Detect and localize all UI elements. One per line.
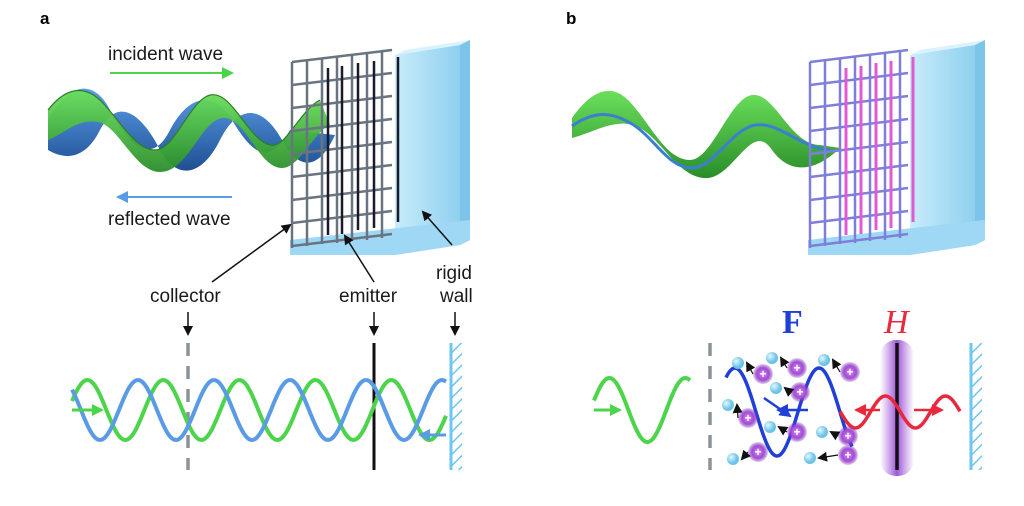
force-symbol: F xyxy=(782,304,803,341)
rigid-wall-top xyxy=(395,40,470,55)
particle xyxy=(818,354,830,366)
wall-hatch-b xyxy=(972,343,982,470)
ion xyxy=(748,442,768,462)
ion-force-arrow xyxy=(777,425,789,436)
emitter-pointer xyxy=(343,234,375,283)
particle xyxy=(766,352,778,364)
reflected-wave xyxy=(70,377,448,443)
particle xyxy=(804,452,816,464)
particle xyxy=(732,357,744,369)
ion-force-arrow xyxy=(783,386,795,397)
ion xyxy=(838,426,858,446)
collector-pointer xyxy=(211,223,292,283)
emitter-grid-a xyxy=(326,57,400,235)
ion xyxy=(840,362,860,382)
rigid-wall-a xyxy=(290,40,470,255)
ion xyxy=(787,358,807,378)
ion-force-arrow xyxy=(779,356,790,369)
ion-sign: + xyxy=(744,411,751,425)
reflected-wave-label: reflected wave xyxy=(108,209,231,230)
ion xyxy=(787,422,807,442)
ion-force-arrow xyxy=(732,403,743,419)
ion xyxy=(838,445,858,465)
incident-sheet-edge xyxy=(47,89,321,151)
schematic-b: F H + + + + + + + + + xyxy=(592,304,982,476)
rigid-wall-base-b xyxy=(808,220,985,255)
rigid-wall-side-b xyxy=(975,40,985,245)
incident-wave-label: incident wave xyxy=(108,44,223,65)
rigid-wall-base xyxy=(290,220,470,255)
ion-force-arrow xyxy=(746,361,756,375)
ion xyxy=(738,408,758,428)
wall-label: wall xyxy=(439,286,473,307)
ion-sign: + xyxy=(793,425,800,439)
schematic-a xyxy=(70,343,462,470)
wave-sheet-green xyxy=(572,90,840,179)
particle xyxy=(727,453,739,465)
panel-b-letter: b xyxy=(566,9,576,28)
collector-grid-b xyxy=(808,48,909,248)
particle xyxy=(770,382,782,394)
ion-force-arrow xyxy=(831,358,842,373)
ion-force-arrow xyxy=(829,431,841,441)
ion-sign: + xyxy=(759,367,766,381)
ion-force-arrow xyxy=(740,449,752,461)
ion-sign: + xyxy=(844,448,851,462)
wave-sheets-a xyxy=(47,88,335,172)
ion-sign: + xyxy=(846,365,853,379)
ion-sign: + xyxy=(844,429,851,443)
incident-wave-sheet xyxy=(48,90,330,172)
ion xyxy=(790,382,810,402)
wall-pointer xyxy=(421,210,453,246)
field-symbol: H xyxy=(883,304,911,341)
ion-sign: + xyxy=(793,361,800,375)
field-wave xyxy=(838,394,962,430)
rigid-wall-face xyxy=(395,45,460,255)
rigid-wall-top-b xyxy=(910,40,985,55)
emitter-label: emitter xyxy=(339,286,398,307)
wall-hatch xyxy=(452,343,462,470)
ion-sign: + xyxy=(796,385,803,399)
ion xyxy=(753,364,773,384)
particle xyxy=(764,421,776,433)
particle-group: + + + + + + + + + xyxy=(722,352,860,465)
emitter-grid-b xyxy=(844,57,915,235)
rigid-wall-b xyxy=(808,40,985,255)
rigid-wall-side xyxy=(460,40,470,245)
incident-wave-b xyxy=(592,375,692,445)
ion-sign: + xyxy=(754,445,761,459)
rigid-wall-face-b xyxy=(910,45,975,255)
particle xyxy=(722,399,734,411)
collector-label: collector xyxy=(150,286,221,307)
wave-sheet-blue-edge xyxy=(571,113,831,170)
panel-a-letter: a xyxy=(40,9,50,28)
rigid-label: rigid xyxy=(436,263,472,284)
wave-sheet-b xyxy=(571,90,840,179)
particle xyxy=(816,426,828,438)
ion-force-arrow xyxy=(817,451,839,462)
incident-wave xyxy=(70,377,448,443)
force-wave xyxy=(724,366,854,458)
force-arrow-1 xyxy=(763,396,792,418)
